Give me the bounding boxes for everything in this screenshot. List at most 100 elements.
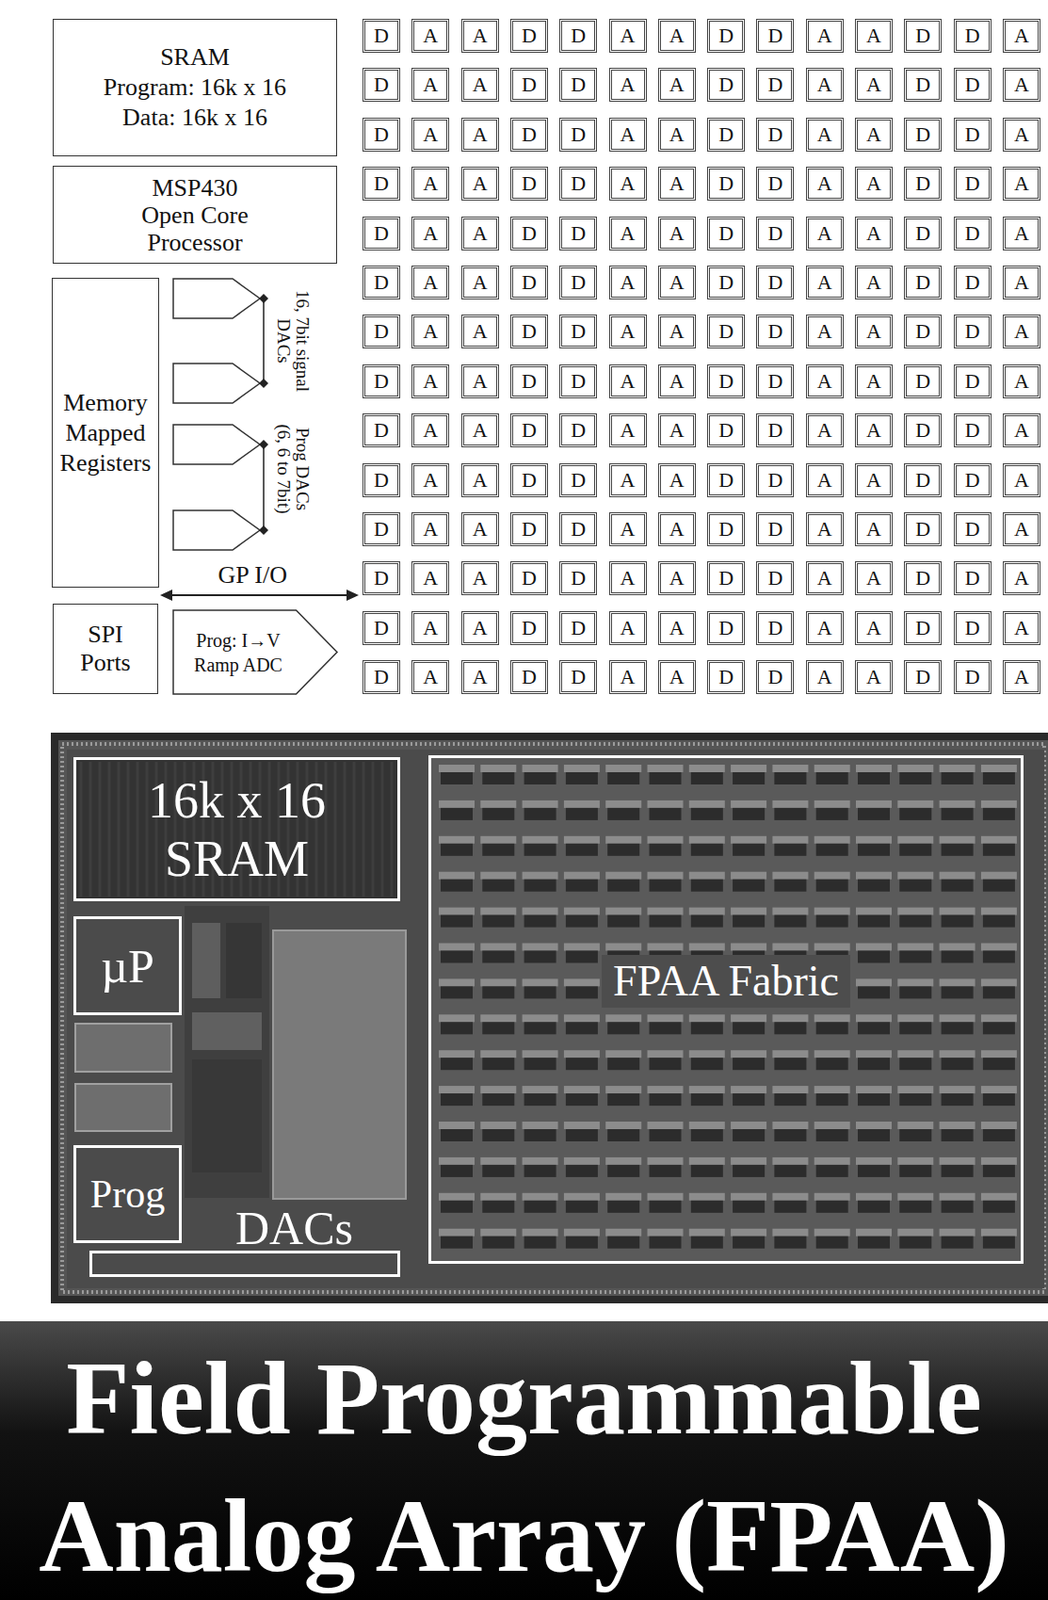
fabric-cell: A: [854, 561, 893, 596]
fabric-texture: [773, 807, 807, 821]
fabric-texture: [691, 1021, 724, 1034]
fabric-texture: [814, 764, 851, 773]
fabric-texture: [814, 1157, 851, 1165]
cell-letter: D: [915, 270, 931, 295]
fabric-texture: [816, 1093, 849, 1106]
fabric-cell: A: [854, 611, 893, 645]
fabric-cell: D: [707, 413, 745, 448]
fabric-texture: [605, 1193, 642, 1201]
fabric-texture: [939, 943, 976, 952]
cell-letter: D: [965, 122, 981, 147]
cell-letter: A: [669, 270, 685, 295]
fabric-texture: [605, 1014, 642, 1022]
cell-letter: D: [373, 171, 389, 196]
fabric-texture: [607, 807, 640, 821]
fabric-texture: [981, 836, 1017, 844]
fabric-cell: A: [411, 117, 450, 152]
fabric-texture: [524, 1236, 557, 1249]
cell-letter: D: [767, 319, 783, 344]
block-label: SPI Ports: [67, 620, 144, 678]
fabric-texture: [565, 1128, 598, 1142]
sram-texture: [362, 761, 366, 897]
cell-letter: A: [866, 72, 882, 97]
cell-letter: D: [570, 122, 586, 147]
fabric-texture: [855, 907, 892, 916]
fabric-cell: D: [953, 364, 992, 399]
fabric-texture: [605, 836, 642, 844]
fabric-texture: [772, 1193, 808, 1201]
block-label: Prog: I→V Ramp ADC: [186, 628, 291, 678]
cell-letter: D: [915, 565, 931, 591]
fabric-texture: [482, 1200, 515, 1213]
fabric-cell: D: [362, 561, 401, 596]
fabric-texture: [983, 1021, 1016, 1034]
fabric-cell: A: [806, 265, 844, 300]
fabric-texture: [983, 772, 1016, 785]
fabric-cell: D: [510, 216, 549, 251]
dac-symbol: [173, 510, 260, 550]
fabric-texture: [647, 1014, 684, 1022]
cell-letter: D: [965, 72, 981, 97]
sram-texture: [334, 761, 338, 897]
cell-letter: D: [767, 467, 783, 493]
cell-letter: A: [669, 122, 685, 147]
fabric-texture: [565, 1236, 598, 1249]
fabric-cell: A: [609, 660, 647, 694]
bus-label: GP I/O: [218, 561, 288, 590]
cell-letter: D: [521, 221, 537, 246]
cell-letter: A: [1014, 615, 1030, 641]
sram-texture: [98, 761, 102, 897]
fabric-texture: [607, 1164, 640, 1177]
cell-letter: D: [965, 319, 981, 344]
fabric-texture: [522, 1014, 559, 1022]
register-block: Memory Mapped Registers: [51, 277, 160, 588]
fabric-cell: D: [510, 512, 549, 547]
fabric-texture: [816, 1021, 849, 1034]
fabric-cell: A: [609, 413, 647, 448]
fabric-texture: [730, 907, 767, 916]
fabric-cell: D: [559, 265, 597, 300]
fabric-texture: [482, 879, 515, 892]
die-region: 16k x 16 SRAM: [73, 757, 401, 902]
fabric-texture: [691, 1093, 724, 1106]
cell-letter: A: [817, 319, 833, 344]
cell-letter: D: [767, 221, 783, 246]
fabric-texture: [482, 915, 515, 928]
fabric-texture: [482, 1057, 515, 1070]
cell-letter: D: [373, 565, 389, 591]
fabric-texture: [814, 871, 851, 880]
fabric-texture: [941, 879, 974, 892]
fabric-texture: [773, 1128, 807, 1142]
cell-letter: A: [817, 615, 833, 641]
fabric-texture: [814, 943, 851, 952]
cell-letter: D: [718, 72, 734, 97]
cell-letter: D: [373, 72, 389, 97]
cell-letter: A: [620, 23, 636, 49]
sram-texture: [136, 761, 140, 897]
cell-letter: A: [620, 516, 636, 542]
fabric-texture: [480, 1193, 516, 1201]
fabric-texture: [732, 1093, 765, 1106]
fabric-texture: [981, 1157, 1017, 1165]
fabric-texture: [440, 951, 473, 964]
fabric-texture: [941, 1164, 974, 1177]
fabric-cell: D: [559, 364, 597, 399]
cell-letter: D: [767, 72, 783, 97]
cell-letter: A: [866, 516, 882, 542]
fabric-texture: [816, 879, 849, 892]
fabric-texture: [773, 1093, 807, 1106]
cell-letter: A: [866, 23, 882, 49]
fabric-cell: A: [854, 512, 893, 547]
cell-letter: A: [817, 122, 833, 147]
fabric-texture: [899, 1164, 932, 1177]
fabric-area: [430, 757, 1022, 1262]
cell-letter: A: [1014, 319, 1030, 344]
fabric-cell: D: [903, 265, 942, 300]
cell-letter: D: [767, 418, 783, 443]
dac-block: [273, 930, 406, 1199]
fabric-texture: [730, 1121, 767, 1129]
fabric-texture: [480, 1014, 516, 1022]
cell-letter: A: [669, 23, 685, 49]
fabric-cell: A: [461, 611, 500, 645]
fabric-texture: [855, 1085, 892, 1094]
